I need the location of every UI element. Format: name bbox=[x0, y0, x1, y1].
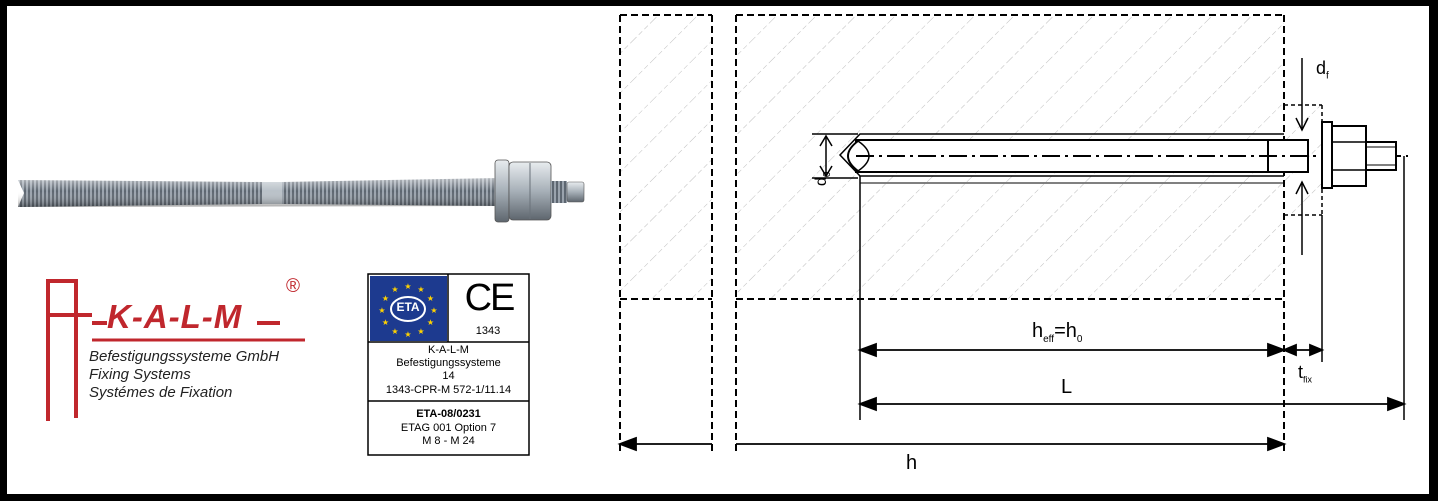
eu-flag-icon bbox=[370, 276, 447, 341]
eu-star-icon: ★ bbox=[382, 318, 389, 327]
ce-mark: CE bbox=[464, 277, 516, 319]
eu-stars-ring: ★★★★★★★★★★★★ bbox=[378, 282, 437, 339]
eu-star-icon: ★ bbox=[391, 327, 398, 336]
logo-line-3: Systémes de Fixation bbox=[89, 384, 233, 401]
logo-line-2: Fixing Systems bbox=[89, 366, 191, 383]
eu-star-icon: ★ bbox=[430, 306, 437, 315]
cert-line-2: Befestigungssysteme bbox=[396, 357, 501, 369]
label-h: h bbox=[906, 452, 918, 474]
notified-body-number: 1343 bbox=[475, 325, 501, 337]
label-df: df bbox=[1316, 58, 1329, 82]
eu-star-icon: ★ bbox=[404, 282, 411, 291]
eu-star-icon: ★ bbox=[417, 285, 424, 294]
eu-star-icon: ★ bbox=[404, 330, 411, 339]
cert-line-3: 14 bbox=[442, 370, 455, 382]
etag-option: ETAG 001 Option 7 bbox=[400, 422, 497, 434]
eu-star-icon: ★ bbox=[427, 294, 434, 303]
size-range: M 8 - M 24 bbox=[422, 435, 475, 447]
eu-star-icon: ★ bbox=[391, 285, 398, 294]
cert-line-1: K-A-L-M bbox=[428, 344, 469, 356]
kalm-brand-name: K-A-L-M bbox=[107, 298, 243, 335]
label-tfix: tfix bbox=[1298, 362, 1313, 385]
eu-star-icon: ★ bbox=[378, 306, 385, 315]
kalm-logo bbox=[46, 279, 305, 421]
eu-star-icon: ★ bbox=[382, 294, 389, 303]
cert-line-4: 1343-CPR-M 572-1/11.14 bbox=[385, 384, 512, 396]
label-heff: heff=h0 bbox=[1032, 320, 1083, 345]
logo-line-1: Befestigungssysteme GmbH bbox=[89, 348, 280, 365]
installation-drawing bbox=[617, 14, 1408, 455]
registered-mark: ® bbox=[286, 276, 300, 297]
label-d0: d0 bbox=[813, 171, 834, 186]
eta-badge: ETA bbox=[396, 300, 420, 314]
eta-number: ETA-08/0231 bbox=[416, 408, 481, 420]
eu-star-icon: ★ bbox=[417, 327, 424, 336]
eu-star-icon: ★ bbox=[427, 318, 434, 327]
label-L: L bbox=[1061, 376, 1073, 398]
